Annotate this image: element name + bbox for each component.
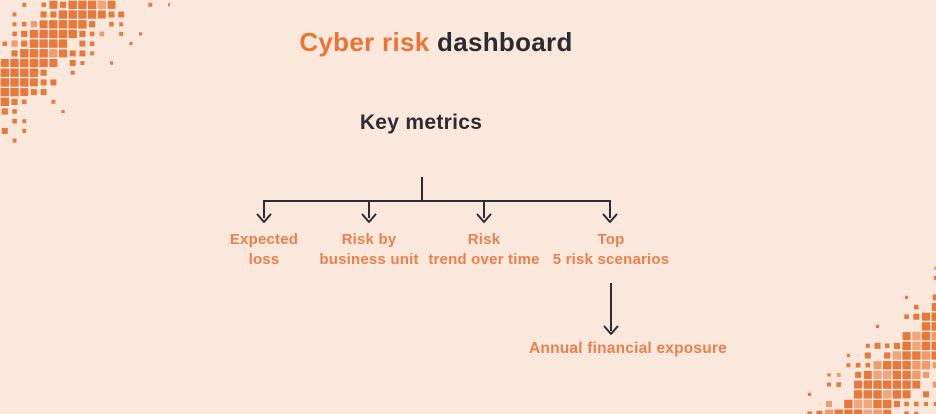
page-title: Cyber risk dashboard	[299, 27, 572, 58]
page-title-rest: dashboard	[429, 27, 573, 57]
pixel-mosaic-decoration-top-left	[0, 0, 170, 143]
branch-arrowhead-icon	[256, 213, 272, 223]
pixel-mosaic-decoration-bottom-right	[807, 266, 936, 414]
page-title-highlight: Cyber risk	[299, 27, 430, 57]
section-title: Key metrics	[359, 111, 483, 134]
sub-branch-label-annual-financial-exposure: Annual financial exposure	[529, 340, 727, 357]
branch-label-top-5-risk-scenarios: Top 5 risk scenarios	[552, 231, 670, 269]
branch-arrowhead-icon	[361, 213, 377, 223]
sub-branch-arrowhead-icon	[603, 325, 619, 335]
branch-label-expected-loss: Expected loss	[229, 231, 299, 269]
branch-label-risk-trend-over-time: Risk trend over time	[428, 231, 540, 269]
branch-arrowhead-icon	[476, 213, 492, 223]
branch-arrowhead-icon	[602, 213, 618, 223]
branch-label-risk-by-business-unit: Risk by business unit	[319, 231, 419, 269]
